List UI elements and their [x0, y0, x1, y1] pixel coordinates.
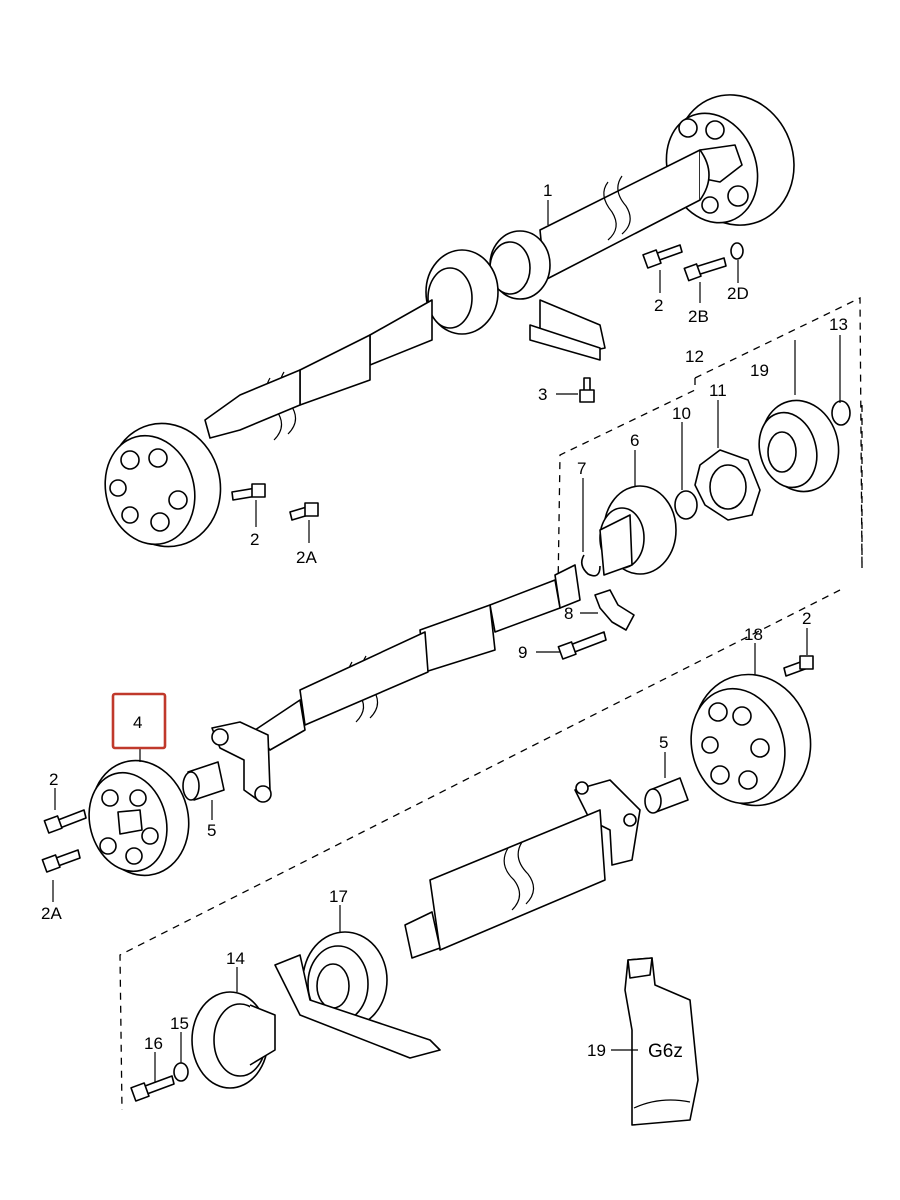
highlight-box-part-4 [111, 692, 167, 750]
upper-shaft-tube[interactable] [539, 149, 701, 281]
label-5-left[interactable]: 5 [207, 821, 216, 840]
label-15[interactable]: 15 [170, 1014, 189, 1033]
label-4[interactable]: 4 [133, 713, 142, 732]
bolt-3[interactable] [579, 377, 595, 403]
flange-14[interactable] [191, 991, 276, 1089]
label-19-tube[interactable]: 19 [587, 1041, 606, 1060]
label-2-left-lower[interactable]: 2 [49, 770, 58, 789]
bolt-9[interactable] [557, 631, 607, 660]
label-17[interactable]: 17 [329, 887, 348, 906]
flange-6[interactable] [599, 485, 677, 576]
label-2a-left-lower[interactable]: 2A [41, 904, 62, 923]
label-13[interactable]: 13 [829, 315, 848, 334]
bolt-2a-left-upper[interactable] [289, 502, 319, 521]
flex-disc-18[interactable] [679, 661, 826, 819]
label-6[interactable]: 6 [630, 431, 639, 450]
ring-13[interactable] [831, 400, 851, 426]
circlip-7[interactable] [580, 554, 601, 577]
upper-rear-flex-disc[interactable] [652, 78, 813, 242]
upper-drive-shaft-assembly [93, 78, 813, 559]
bolt-2b[interactable] [683, 257, 727, 282]
bushing-5-right[interactable] [644, 777, 689, 814]
label-2d[interactable]: 2D [727, 284, 749, 303]
upper-center-bearing[interactable] [425, 230, 606, 361]
part-12-group-outline [557, 296, 863, 591]
leader-lines [52, 200, 841, 1082]
bolt-2-left-upper[interactable] [231, 483, 266, 501]
seal-10[interactable] [674, 490, 698, 520]
bolt-2-left-lower[interactable] [43, 809, 87, 834]
label-2b[interactable]: 2B [688, 307, 709, 326]
label-3[interactable]: 3 [538, 385, 547, 404]
label-9[interactable]: 9 [518, 643, 527, 662]
label-5-right[interactable]: 5 [659, 733, 668, 752]
label-14[interactable]: 14 [226, 949, 245, 968]
label-2a-left-upper[interactable]: 2A [296, 548, 317, 567]
flex-disc-4[interactable] [78, 750, 201, 887]
label-11[interactable]: 11 [709, 381, 727, 400]
lower-drive-shaft[interactable] [404, 779, 641, 959]
grease-tube-19[interactable] [624, 957, 699, 1126]
lower-group-outline [119, 589, 841, 1111]
washer-2d[interactable] [730, 242, 744, 260]
label-19-top[interactable]: 19 [750, 361, 769, 380]
label-7[interactable]: 7 [577, 459, 586, 478]
label-8[interactable]: 8 [564, 604, 573, 623]
label-16[interactable]: 16 [144, 1034, 163, 1053]
label-2-top[interactable]: 2 [654, 296, 663, 315]
middle-drive-shaft[interactable] [211, 564, 581, 803]
bolt-2-right[interactable] [783, 655, 814, 677]
bolt-16[interactable] [130, 1075, 175, 1102]
bolt-2a-left-lower[interactable] [41, 849, 81, 873]
bushing-5-left[interactable] [182, 761, 225, 801]
lock-plate-8[interactable] [594, 589, 635, 631]
label-2-left-upper[interactable]: 2 [250, 530, 259, 549]
tube-label-g6z: G6z [648, 1041, 683, 1062]
bearing-19[interactable] [751, 392, 848, 501]
label-10[interactable]: 10 [672, 404, 691, 423]
bolt-2-top[interactable] [642, 244, 683, 269]
part-labels: 1 2 2B 2D 3 2 2A 12 13 19 11 10 6 7 8 9 … [41, 181, 848, 1062]
label-18[interactable]: 18 [744, 625, 763, 644]
label-12[interactable]: 12 [685, 347, 704, 366]
upper-front-flex-disc[interactable] [93, 411, 234, 559]
center-bearing-17[interactable] [274, 931, 441, 1059]
label-1[interactable]: 1 [543, 181, 552, 200]
gasket-11[interactable] [694, 449, 761, 521]
label-2-right[interactable]: 2 [802, 609, 811, 628]
washer-15[interactable] [173, 1062, 189, 1082]
